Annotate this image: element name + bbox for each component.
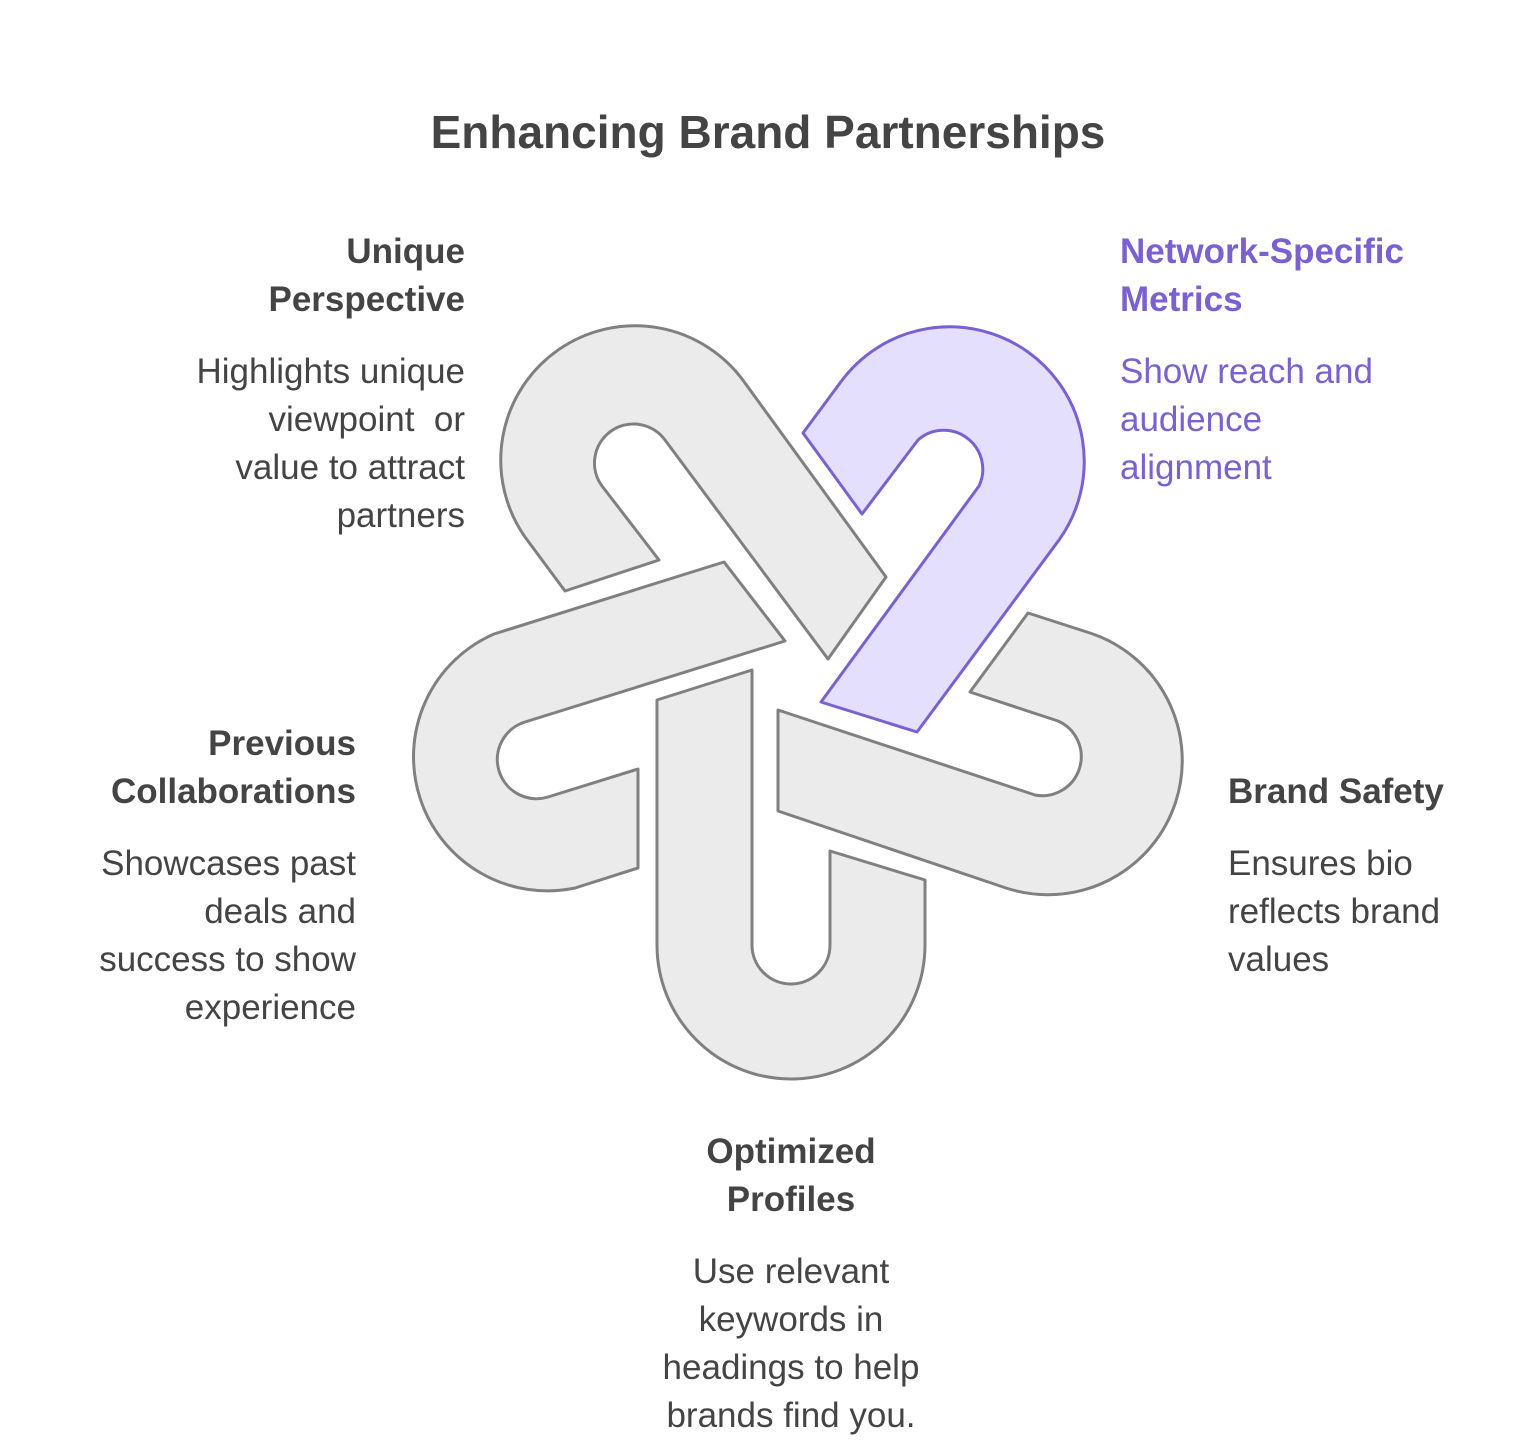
heading-brand-safety: Brand Safety xyxy=(1228,772,1444,811)
diagram-title: Enhancing Brand Partnerships xyxy=(430,106,1106,158)
desc-brand-safety: Ensures bio reflects brand values xyxy=(1228,844,1441,979)
desc-network-specific-metrics: Show reach and audience alignment xyxy=(1120,352,1373,487)
heading-unique-perspective: Unique Perspective xyxy=(268,232,465,319)
heading-previous-collaborations: Previous Collaborations xyxy=(110,724,356,811)
label-unique-perspective: Unique Perspective Highlights unique vie… xyxy=(40,228,465,540)
label-brand-safety: Brand Safety Ensures bio reflects brand … xyxy=(1228,768,1528,984)
segment-brand-safety[interactable] xyxy=(776,611,1184,897)
desc-unique-perspective: Highlights unique viewpoint or value to … xyxy=(196,352,465,535)
segment-previous-collaborations[interactable] xyxy=(412,560,787,893)
heading-network-specific-metrics: Network-Specific Metrics xyxy=(1120,232,1404,319)
segment-optimized-profiles[interactable] xyxy=(655,668,927,1081)
heading-optimized-profiles: Optimized Profiles xyxy=(706,1132,876,1219)
label-network-specific-metrics: Network-Specific Metrics Show reach and … xyxy=(1120,228,1520,492)
label-previous-collaborations: Previous Collaborations Showcases past d… xyxy=(20,720,356,1032)
segment-network-specific-metrics[interactable] xyxy=(801,325,1086,734)
desc-optimized-profiles: Use relevant keywords in headings to hel… xyxy=(662,1252,920,1435)
segment-unique-perspective[interactable] xyxy=(499,324,888,661)
desc-previous-collaborations: Showcases past deals and success to show… xyxy=(99,844,356,1027)
label-optimized-profiles: Optimized Profiles Use relevant keywords… xyxy=(586,1128,996,1440)
